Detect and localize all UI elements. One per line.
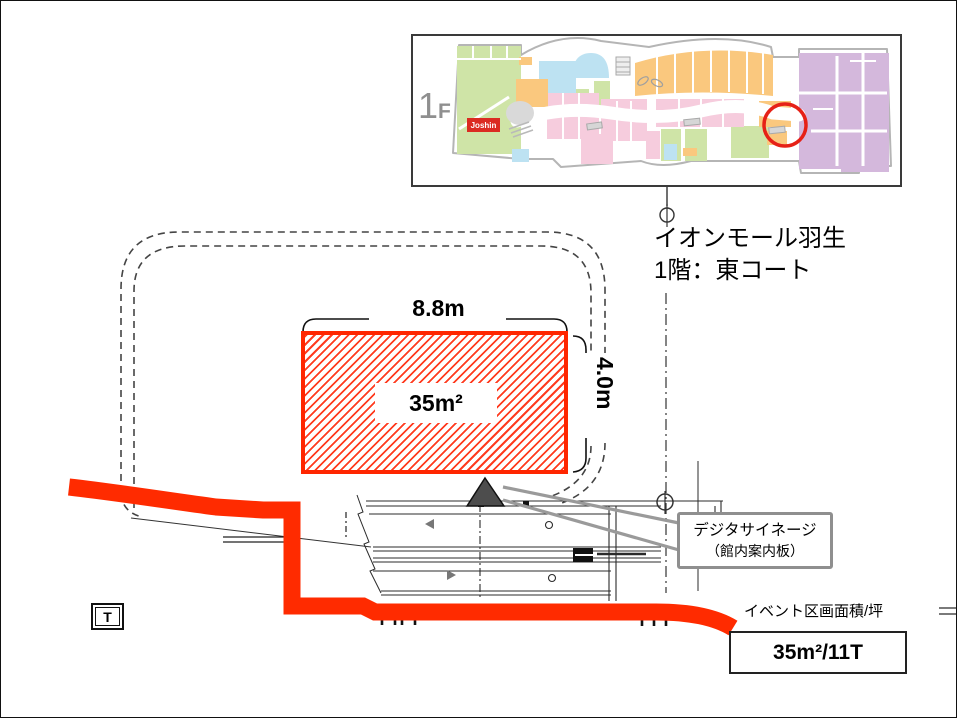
event-space-rect: 35m² xyxy=(301,331,568,474)
signage-callout: デジタサイネージ （館内案内板） xyxy=(677,512,833,569)
signage-leader-lines xyxy=(502,485,680,552)
right-edge-lines xyxy=(939,607,956,615)
location-title: イオンモール羽生 1階：東コート xyxy=(654,223,846,287)
column-marker-letter: T xyxy=(95,607,120,626)
joshin-logo: Joshin xyxy=(467,118,500,132)
tenant-blue xyxy=(664,144,677,160)
map-fixtures xyxy=(506,56,786,138)
signage-callout-line2: （館内案内板） xyxy=(706,542,804,559)
tenant-orange xyxy=(683,148,697,156)
event-area-label: 35m² xyxy=(375,383,497,423)
location-highlight-circle xyxy=(762,102,808,148)
area-caption: イベント区画面積/坪 xyxy=(744,603,884,620)
location-title-line1: イオンモール羽生 xyxy=(654,225,846,252)
escalator-drawing xyxy=(356,461,723,601)
floor-joint-line xyxy=(130,517,372,548)
mall-map-drawing: Joshin xyxy=(452,37,892,174)
tenant-orange xyxy=(519,57,532,65)
floor-letter: F xyxy=(438,100,451,123)
tenant-blue xyxy=(512,149,529,162)
signage-callout-line1: デジタサイネージ xyxy=(693,521,817,539)
map-connector xyxy=(659,187,675,227)
depth-dimension-bracket xyxy=(572,335,587,473)
width-dimension-bracket xyxy=(302,318,568,333)
column-marker-symbol: T xyxy=(91,603,124,630)
width-dimension-label: 8.8m xyxy=(412,295,465,321)
anchor-store-block xyxy=(457,46,521,154)
signage-triangle-marker xyxy=(465,476,506,507)
tenant-orange-band xyxy=(635,50,773,96)
floor-number: 1 xyxy=(418,85,439,126)
tenant-blue xyxy=(572,53,609,78)
tenant-green xyxy=(731,126,769,158)
walkway-boundary-band xyxy=(68,478,738,636)
grid-line xyxy=(656,293,674,593)
tenant-pink xyxy=(581,134,613,164)
rail-lines xyxy=(223,536,284,543)
tenant-green xyxy=(685,129,707,161)
location-title-line2: 1階：東コート xyxy=(654,257,812,284)
area-value-box: 35m²/11T xyxy=(729,631,907,674)
area-value: 35m²/11T xyxy=(773,640,863,664)
depth-dimension-label: 4.0m xyxy=(592,357,618,410)
floor-label: 1F xyxy=(418,88,451,124)
tenant-pink xyxy=(646,131,660,159)
svg-text:Joshin: Joshin xyxy=(471,121,497,130)
mall-map: 1F xyxy=(411,34,902,187)
tenant-purple xyxy=(841,146,889,172)
